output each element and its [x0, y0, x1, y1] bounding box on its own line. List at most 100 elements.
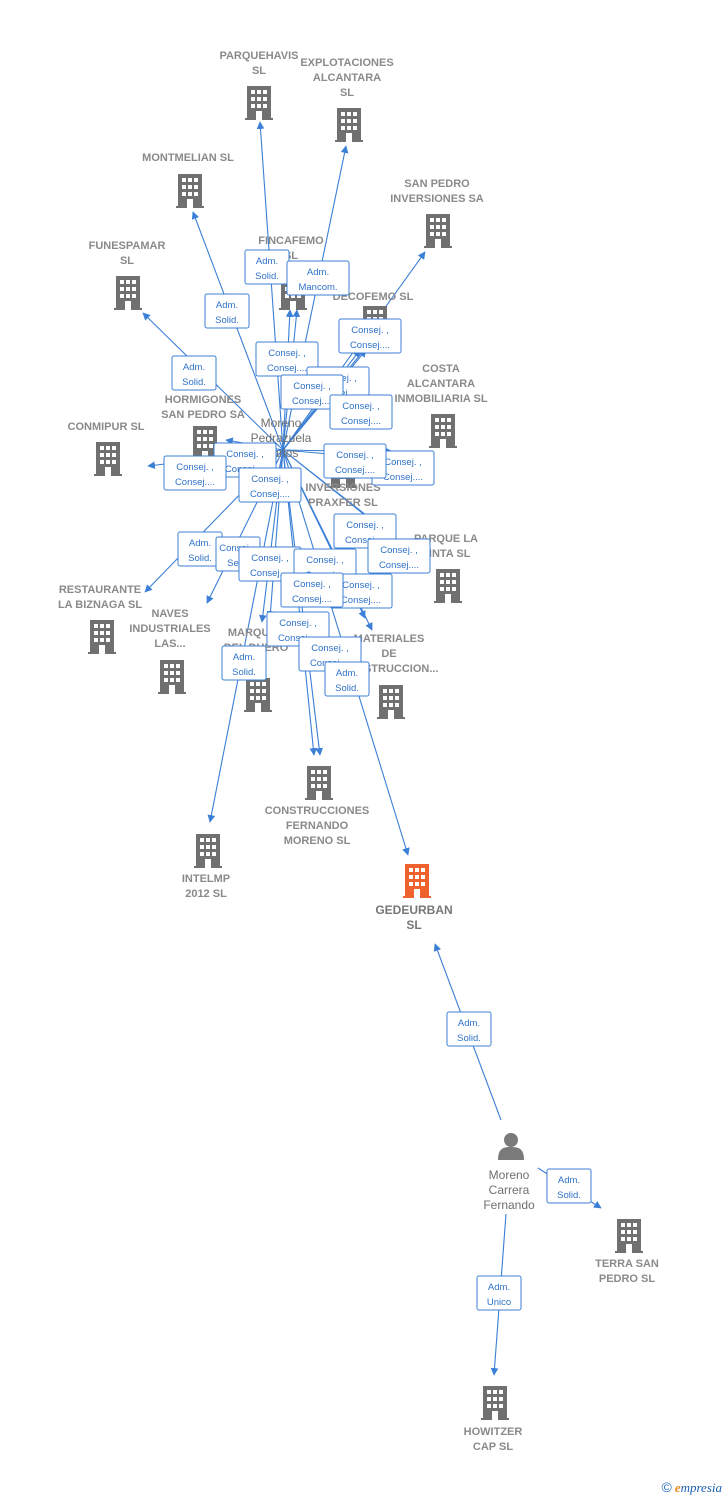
building-icon[interactable] — [88, 620, 116, 654]
role-badge-text: Adm. — [558, 1175, 580, 1186]
company-howitzer-label-line: HOWITZER — [464, 1426, 523, 1438]
role-badge[interactable]: Adm.Solid. — [446, 1011, 492, 1047]
role-badge-text: Solid. — [188, 553, 212, 564]
relationship-edge — [191, 211, 284, 451]
role-badge[interactable]: Adm. Solid. — [546, 1168, 592, 1204]
role-badge-text: Consej. , — [311, 643, 349, 654]
empresia-logo: ©empresia — [661, 1479, 722, 1496]
building-icon[interactable] — [615, 1219, 643, 1253]
company-naves-label-line: INDUSTRIALES — [129, 623, 210, 635]
building-icon[interactable] — [176, 174, 204, 208]
role-badge-box — [546, 1168, 592, 1204]
company-construcciones-label-line: MORENO SL — [284, 835, 351, 847]
company-hormigones-label[interactable]: HORMIGONES SAN PEDRO SA — [161, 394, 245, 421]
building-icon[interactable] — [434, 569, 462, 603]
company-terra-label-line: TERRA SAN — [595, 1258, 659, 1270]
role-badge[interactable]: Consej. , Consej.... — [280, 572, 344, 608]
company-intelmp-label-line: 2012 SL — [185, 888, 227, 900]
role-badge-text: Consej.... — [292, 594, 332, 605]
company-fincafemo-label-line: FINCAFEMO — [258, 235, 324, 247]
building-icon[interactable] — [114, 276, 142, 310]
role-badge[interactable]: Adm.Solid. — [244, 249, 290, 285]
person-moreno-pedrazuela-label-line: Moreno — [261, 416, 302, 430]
logo-initial: e — [674, 1480, 681, 1495]
role-badge[interactable]: Adm.Solid. — [221, 645, 267, 681]
role-badge-text: Consej.... — [278, 633, 318, 644]
building-icon[interactable] — [424, 214, 452, 248]
role-badge-text: Consej.... — [341, 416, 381, 427]
role-badge[interactable]: Consej. ,Consej.... — [367, 538, 431, 574]
role-badge-text: Consej. , — [279, 618, 317, 629]
role-badge[interactable]: Adm.Solid. — [171, 355, 217, 391]
role-badge-text: Consej. , — [380, 545, 418, 556]
role-badge-text: Consej. , — [346, 520, 384, 531]
relationship-edge — [207, 449, 284, 823]
building-icon[interactable] — [94, 442, 122, 476]
role-badge-text: Consej. , — [384, 457, 422, 468]
company-funespamar-label-line: FUNESPAMAR — [89, 240, 166, 252]
building-icon[interactable] — [244, 678, 272, 712]
company-howitzer-label[interactable]: HOWITZER CAP SL — [464, 1426, 523, 1453]
role-badge[interactable]: Adm.Solid. — [324, 661, 370, 697]
building-icon[interactable] — [377, 685, 405, 719]
person-moreno-carrera-label-line: Fernando — [483, 1198, 535, 1212]
role-badge[interactable]: Adm.Solid. — [204, 293, 250, 329]
role-badge[interactable]: Consej. ,Consej.... — [323, 443, 387, 479]
company-howitzer-label-line: CAP SL — [473, 1441, 513, 1453]
person-icon[interactable] — [498, 1133, 524, 1160]
role-badge-text: Consej. , — [293, 579, 331, 590]
role-badge-box — [338, 318, 402, 354]
company-montmelian-label[interactable]: MONTMELIAN SL — [142, 152, 234, 164]
role-badge-box — [323, 443, 387, 479]
company-parquelapinta-label-line: PINTA SL — [422, 548, 471, 560]
company-restaurante-label-line: LA BIZNAGA SL — [58, 599, 142, 611]
role-badge-text: Consej.... — [345, 535, 385, 546]
company-hormigones-label-line: HORMIGONES — [165, 394, 241, 406]
role-badge-box — [324, 661, 370, 697]
role-badge-text: Adm. — [189, 538, 211, 549]
focus-building-icon[interactable] — [403, 864, 431, 898]
company-explotaciones-label-line: EXPLOTACIONES — [300, 57, 393, 69]
role-badge[interactable]: Consej. ,Consej.... — [238, 467, 302, 503]
role-badge-box — [204, 293, 250, 329]
company-montmelian-label-line: MONTMELIAN SL — [142, 152, 234, 164]
role-badge[interactable]: Consej. ,Consej.... — [329, 394, 393, 430]
company-decofemo-label[interactable]: DECOFEMO SL — [333, 291, 414, 303]
company-conmipur-label[interactable]: CONMIPUR SL — [68, 421, 145, 433]
role-badge-text: Solid. — [557, 1190, 581, 1201]
role-badge[interactable]: Adm. Solid. — [177, 531, 223, 567]
company-conmipur-label-line: CONMIPUR SL — [68, 421, 145, 433]
building-icon[interactable] — [481, 1386, 509, 1420]
building-icon[interactable] — [305, 766, 333, 800]
role-badge-text: Consej.... — [292, 396, 332, 407]
company-explotaciones-label-line: ALCANTARA — [313, 72, 381, 84]
role-badge[interactable]: Consej. ,Consej.... — [163, 455, 227, 491]
role-badge-text: Consej. , — [268, 348, 306, 359]
company-parquehavis-label-line: PARQUEHAVIS — [219, 50, 298, 62]
role-badge[interactable]: Adm.Mancom. — [286, 260, 350, 296]
role-badge[interactable]: Consej. ,Consej.... — [280, 374, 344, 410]
building-icon[interactable] — [194, 834, 222, 868]
company-funespamar-label-line: SL — [120, 255, 134, 267]
role-badge[interactable]: Adm.Unico — [476, 1275, 522, 1311]
company-funespamar-label[interactable]: FUNESPAMAR SL — [89, 240, 166, 267]
building-icon[interactable] — [245, 86, 273, 120]
building-icon[interactable] — [429, 414, 457, 448]
building-icon[interactable] — [158, 660, 186, 694]
company-hormigones-label-line: SAN PEDRO SA — [161, 409, 245, 421]
role-badge[interactable]: Consej. ,Consej.... — [255, 341, 319, 377]
role-badge[interactable]: Consej. ,Consej.... — [338, 318, 402, 354]
building-icon[interactable] — [335, 108, 363, 142]
